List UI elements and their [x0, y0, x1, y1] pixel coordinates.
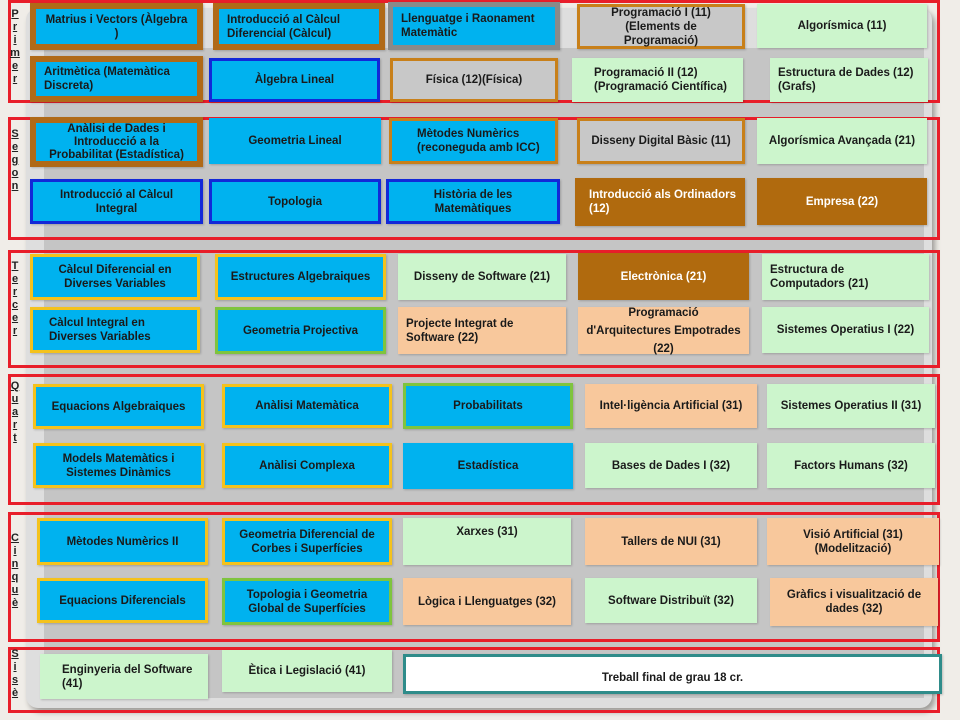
year-label-letter: r: [12, 73, 18, 85]
course-box: Geometria Lineal: [209, 118, 381, 164]
course-box: Estadística: [403, 443, 573, 489]
year-label-letter: r: [12, 21, 18, 33]
year-label-letter: i: [13, 34, 17, 46]
course-box: Gràfics i visualització de dades (32): [770, 578, 938, 626]
year-label-letter: o: [11, 167, 19, 179]
year-label-letter: r: [12, 419, 18, 431]
course-box: Projecte Integrat de Software (22): [398, 307, 566, 354]
year-label-letter: e: [11, 312, 19, 324]
course-box: Geometria Diferencial de Corbes i Superf…: [222, 518, 392, 565]
year-label-letter: S: [11, 128, 19, 140]
year-frame-tercer: [8, 250, 940, 368]
course-box: Història de les Matemàtiques: [386, 179, 560, 224]
course-box: Mètodes Numèrics (reconeguda amb ICC): [389, 118, 558, 164]
course-box: Introducció als Ordinadors (12): [575, 178, 745, 226]
course-box: Estructures Algebraiques: [215, 254, 386, 300]
course-box: Anàlisi Complexa: [222, 443, 392, 488]
year-label-letter: n: [11, 558, 19, 570]
year-frame-cinque: [8, 512, 940, 642]
course-box: Bases de Dades I (32): [585, 443, 757, 488]
year-label-letter: m: [10, 47, 20, 59]
year-label-letter: t: [13, 432, 17, 444]
course-box: Introducció al Càlcul Integral: [30, 179, 203, 224]
course-box: Sistemes Operatius I (22): [762, 307, 929, 353]
course-box: Models Matemàtics i Sistemes Dinàmics: [33, 443, 204, 488]
year-label-letter: e: [11, 141, 19, 153]
course-box: Aritmètica (Matemàtica Discreta): [30, 56, 203, 102]
course-box: Anàlisi de Dades i Introducció a la Prob…: [30, 117, 203, 167]
year-label-letter: C: [11, 532, 19, 544]
year-label-letter: e: [11, 60, 19, 72]
course-box: Geometria Projectiva: [215, 307, 386, 354]
year-label-letter: c: [11, 299, 19, 311]
course-box: Topologia i Geometria Global de Superfíc…: [222, 578, 392, 625]
course-box: Probabilitats: [403, 383, 573, 429]
course-box: Ètica i Legislació (41): [222, 650, 392, 692]
course-box: Lògica i Llenguatges (32): [403, 578, 571, 625]
course-box: Intel·ligència Artificial (31): [585, 384, 757, 428]
course-box: Matrius i Vectors (Àlgebra ): [30, 3, 203, 50]
course-box: Estructura de Dades (12) (Grafs): [770, 58, 928, 102]
year-frame-quart: [8, 374, 940, 505]
course-box: Algorísmica (11): [757, 4, 927, 48]
year-label-letter: q: [11, 571, 19, 583]
course-box: Càlcul Integral en Diverses Variables: [30, 307, 200, 353]
year-label-letter: n: [11, 180, 19, 192]
course-box: Sistemes Operatius II (31): [767, 384, 935, 428]
course-box: Disseny de Software (21): [398, 254, 566, 300]
year-label-letter: i: [13, 545, 17, 557]
year-label-letter: e: [11, 273, 19, 285]
year-label-letter: T: [11, 260, 19, 272]
course-box: Electrònica (21): [578, 253, 749, 300]
course-box: Topologia: [209, 179, 381, 224]
course-box: Estructura de Computadors (21): [762, 254, 929, 300]
course-box: Equacions Algebraiques: [33, 384, 204, 429]
course-box: Factors Humans (32): [767, 443, 935, 488]
year-label-letter: r: [12, 325, 18, 337]
course-box: Equacions Diferencials: [37, 578, 208, 623]
course-box: Programació I (11) (Elements de Programa…: [577, 4, 745, 49]
year-label-letter: g: [11, 154, 19, 166]
year-label-letter: s: [11, 674, 19, 686]
year-label-letter: è: [11, 687, 19, 699]
course-box: Àlgebra Lineal: [209, 58, 380, 102]
course-box: Algorísmica Avançada (21): [757, 118, 927, 164]
course-box: Programació d'Arquitectures Empotrades (…: [578, 307, 749, 355]
course-box: Anàlisi Matemàtica: [222, 384, 392, 428]
course-box: Disseny Digital Bàsic (11): [577, 118, 745, 164]
course-box: Xarxes (31): [403, 518, 571, 565]
final-project-box: Treball final de grau 18 cr.: [403, 654, 942, 694]
year-label-letter: a: [11, 406, 19, 418]
course-box: Enginyeria del Software (41): [40, 654, 208, 699]
year-label-letter: u: [11, 584, 19, 596]
course-box: Llenguatge i Raonament Matemàtic: [388, 2, 560, 50]
year-label-letter: u: [11, 393, 19, 405]
year-label-letter: P: [11, 8, 19, 20]
course-box: Introducció al Càlcul Diferencial (Càlcu…: [213, 3, 385, 50]
year-label-letter: Q: [10, 380, 20, 392]
year-label-letter: S: [11, 648, 19, 660]
course-box: Software Distribuït (32): [585, 578, 757, 623]
year-label-letter: i: [13, 661, 17, 673]
course-box: Programació II (12) (Programació Científ…: [572, 58, 743, 102]
course-box: Mètodes Numèrics II: [37, 518, 208, 565]
course-box: Tallers de NUI (31): [585, 518, 757, 565]
course-box: Empresa (22): [757, 178, 927, 225]
year-label-letter: è: [11, 597, 19, 609]
year-label-letter: r: [12, 286, 18, 298]
course-box: Càlcul Diferencial en Diverses Variables: [30, 254, 200, 300]
course-box: Visió Artificial (31) (Modelització): [767, 518, 939, 565]
course-box: Física (12)(Física): [390, 58, 558, 102]
